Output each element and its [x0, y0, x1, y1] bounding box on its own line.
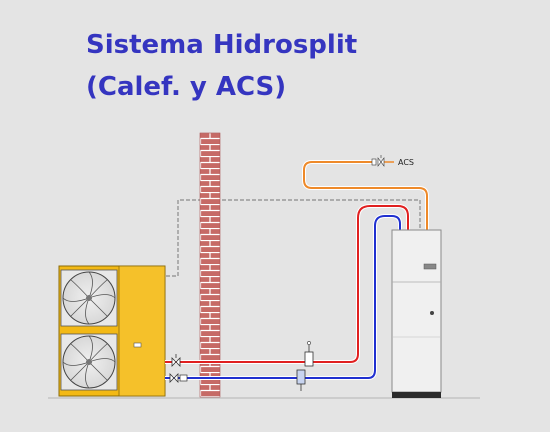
- brick-wall: [199, 132, 221, 398]
- air-purge-icon: [304, 341, 314, 367]
- return-valve-icon: [169, 373, 188, 383]
- lower-fan-icon: [60, 333, 118, 391]
- title-line-2: (Calef. y ACS): [86, 72, 287, 102]
- door-lock-icon: [430, 311, 434, 315]
- supply-valve-icon: [171, 354, 181, 367]
- supply-pipe: [165, 204, 410, 364]
- filter-icon: [296, 369, 306, 391]
- title-line-1: Sistema Hidrosplit: [86, 30, 358, 60]
- outdoor-heat-pump-unit: [58, 265, 166, 397]
- control-panel-display: [423, 263, 437, 270]
- diagram-title: Sistema Hidrosplit (Calef. y ACS): [86, 24, 357, 108]
- unit-handle: [133, 342, 142, 348]
- indoor-hydro-unit: [391, 229, 442, 398]
- indoor-unit-base: [392, 392, 441, 398]
- acs-label: ACS: [398, 158, 414, 167]
- return-pipe: [165, 214, 402, 380]
- control-cable: [166, 199, 421, 277]
- dhw-outlet-pipe: [302, 160, 429, 234]
- dhw-valve-icon: [371, 155, 385, 167]
- upper-fan-icon: [60, 269, 118, 327]
